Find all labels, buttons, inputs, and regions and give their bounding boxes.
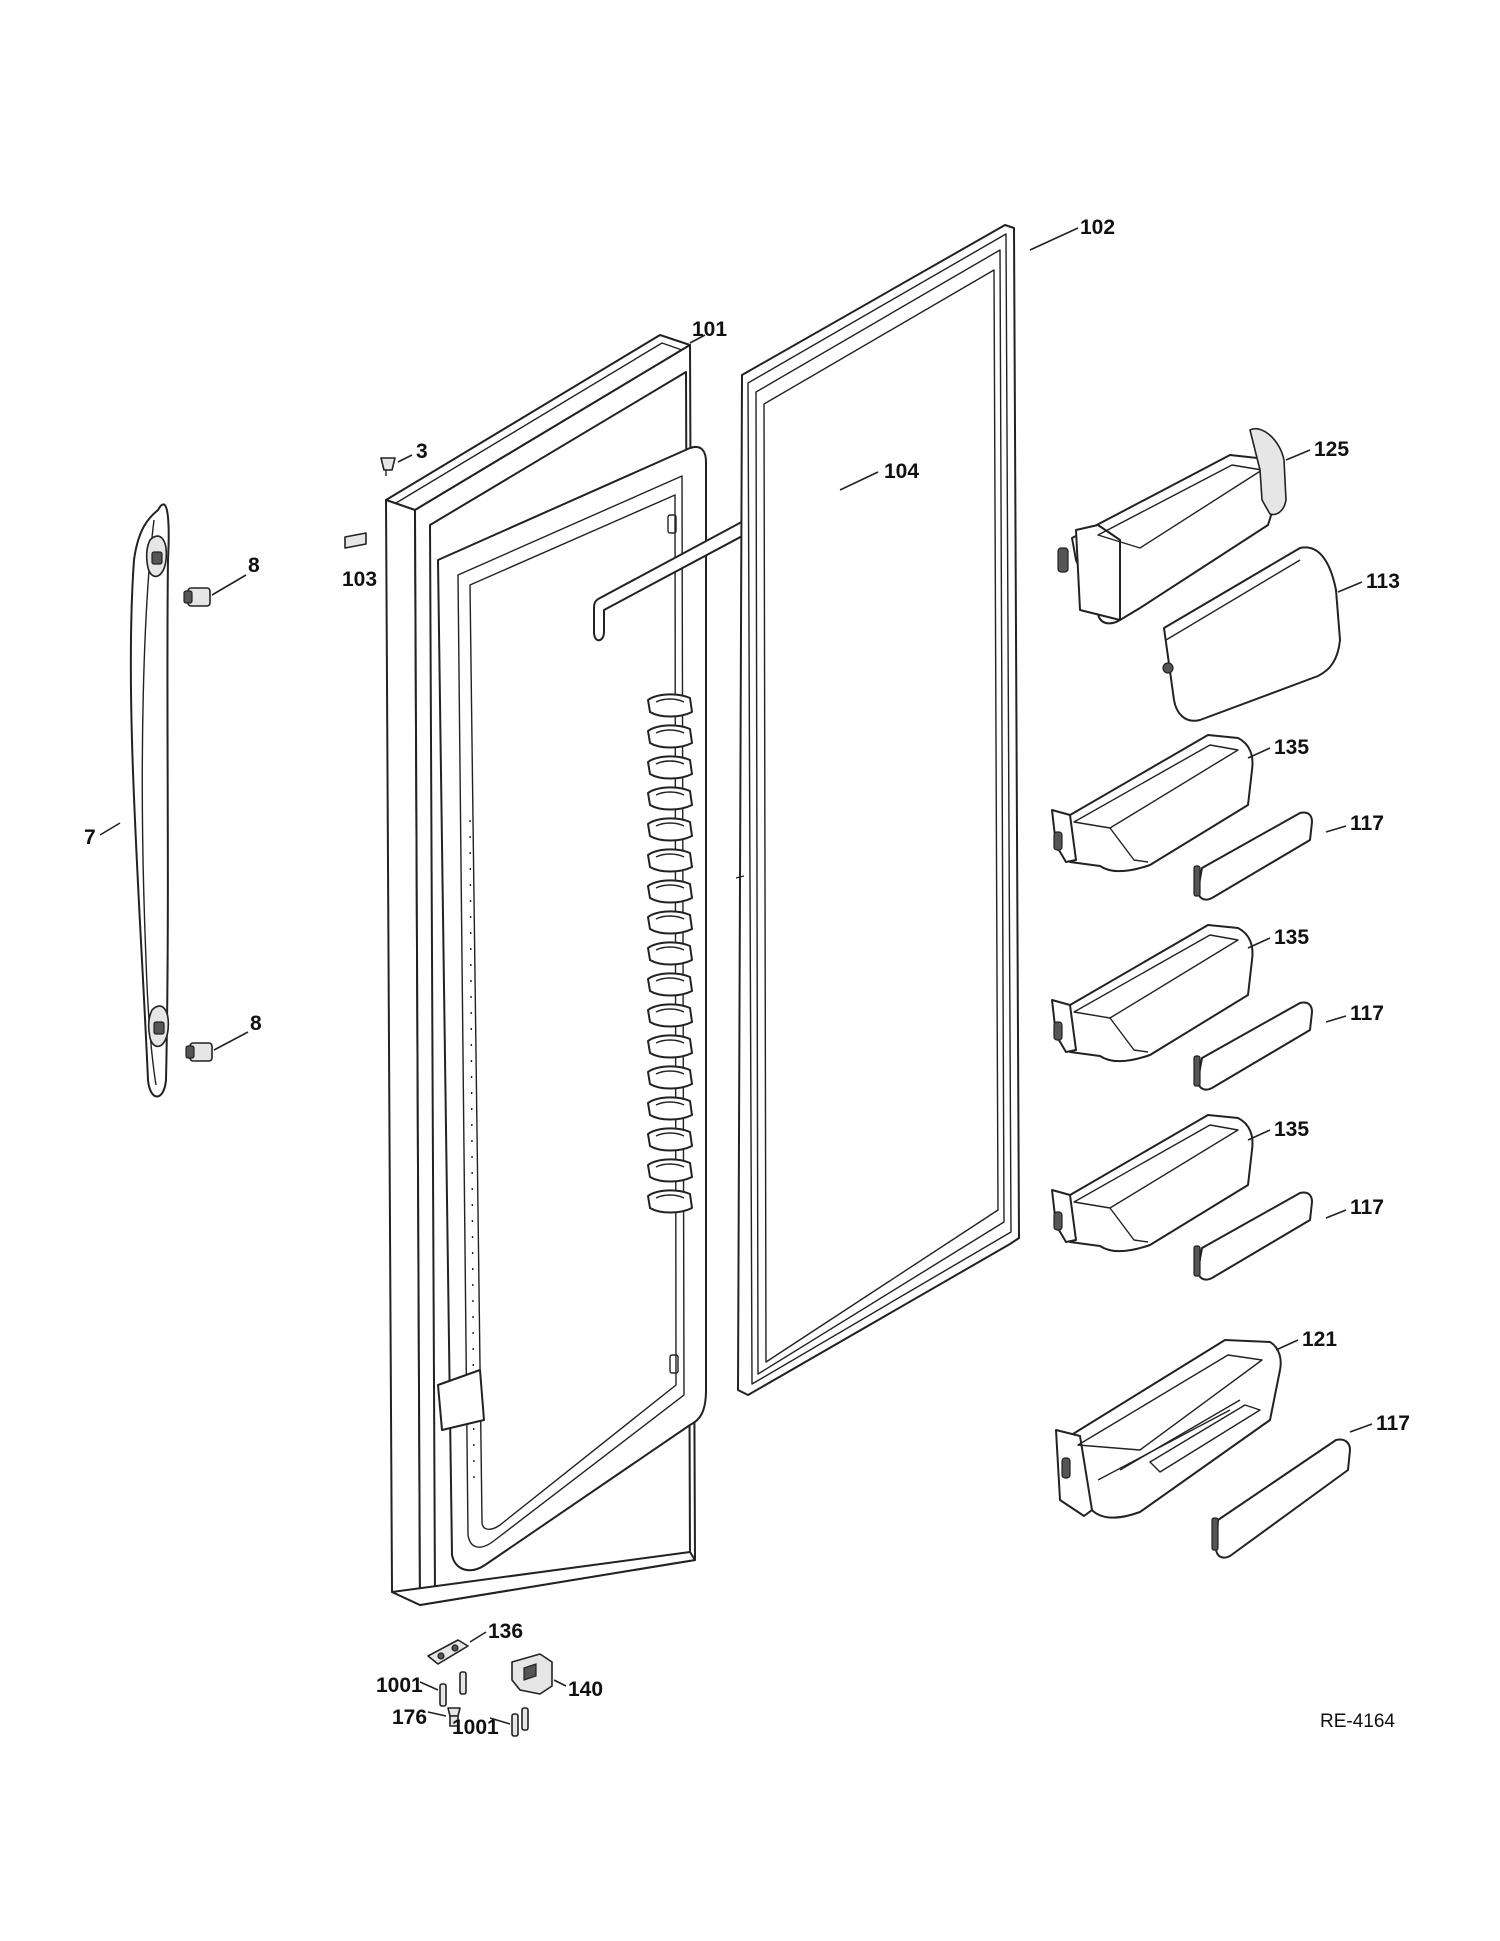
rail-bump (647, 786, 693, 811)
rail-bump (647, 910, 693, 935)
dairy-bin (1057, 427, 1287, 625)
callout-113: 113 (1366, 570, 1400, 593)
rail-bump (647, 693, 693, 718)
callout-8-bottom: 8 (250, 1012, 262, 1035)
callout-135-3: 135 (1274, 1118, 1309, 1141)
rail-bump (647, 817, 693, 842)
rail-bump (647, 1189, 693, 1214)
rail-bump (647, 1034, 693, 1059)
shelf-rail (647, 693, 693, 1214)
door-stop (511, 1653, 553, 1695)
bin-trim-3 (1193, 1191, 1313, 1281)
leader-lines (99, 227, 1373, 1725)
door-bin-2 (1051, 924, 1254, 1063)
rail-bump (647, 1003, 693, 1028)
callout-121: 121 (1302, 1328, 1337, 1351)
rail-bump (647, 879, 693, 904)
callout-7: 7 (84, 826, 96, 849)
callout-117-1: 117 (1350, 812, 1384, 835)
callout-1001-left: 1001 (376, 1674, 423, 1697)
callout-135-1: 135 (1274, 736, 1309, 759)
bottom-bin (1055, 1339, 1282, 1519)
bin-trim-2 (1193, 1001, 1313, 1091)
callout-104: 104 (884, 460, 919, 483)
callout-117-2: 117 (1350, 1002, 1384, 1025)
callout-101: 101 (692, 318, 727, 341)
callout-labels: 7 8 8 3 101 102 103 104 125 113 135 117 … (84, 216, 1410, 1739)
label-plate (344, 532, 367, 549)
callout-3: 3 (416, 440, 428, 463)
door-handle (129, 503, 170, 1098)
door-assembly (385, 334, 707, 1606)
rail-bump (647, 941, 693, 966)
callout-136: 136 (488, 1620, 523, 1643)
rail-bump (647, 755, 693, 780)
bracket-screws (439, 1671, 467, 1707)
hinge-bracket (427, 1639, 469, 1665)
rail-bump (647, 972, 693, 997)
door-bin-3 (1051, 1114, 1254, 1253)
bottom-screws (511, 1707, 529, 1737)
handle-screw-top (183, 587, 211, 607)
top-screw (380, 457, 396, 476)
bottom-bin-trim (1211, 1438, 1351, 1559)
door-gasket (735, 224, 1020, 1396)
callout-140: 140 (568, 1678, 603, 1701)
dairy-door (1162, 546, 1341, 722)
bin-trim-1 (1193, 811, 1313, 901)
rail-bump (647, 1096, 693, 1121)
callout-102: 102 (1080, 216, 1115, 239)
callout-117-3: 117 (1350, 1196, 1384, 1219)
callout-1001-bottom: 1001 (452, 1716, 499, 1739)
rail-bump (647, 848, 693, 873)
callout-8-top: 8 (248, 554, 260, 577)
callout-103: 103 (342, 568, 377, 591)
reference-code: RE-4164 (1320, 1711, 1395, 1732)
callout-176: 176 (392, 1706, 427, 1729)
rail-bump (647, 1127, 693, 1152)
bushing (447, 1707, 461, 1727)
rail-bump (647, 724, 693, 749)
door-bin-1 (1051, 734, 1254, 873)
handle-screw-bottom (185, 1042, 213, 1062)
callout-135-2: 135 (1274, 926, 1309, 949)
rail-bump (647, 1065, 693, 1090)
callout-125: 125 (1314, 438, 1349, 461)
rail-bump (647, 1158, 693, 1183)
callout-117-4: 117 (1376, 1412, 1410, 1435)
